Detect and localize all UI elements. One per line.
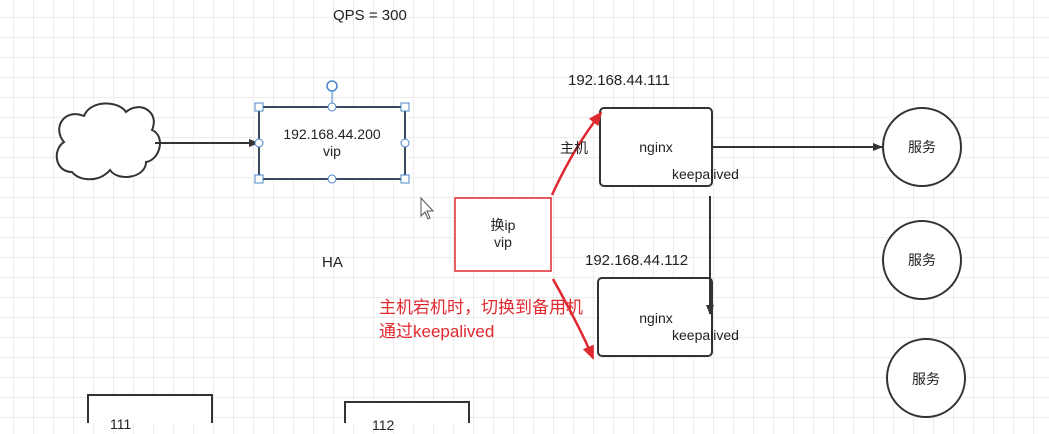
- service-label-2: 服务: [908, 252, 936, 268]
- primary-role-label: 主机: [560, 140, 588, 156]
- service-circle-3[interactable]: [886, 338, 966, 418]
- vip-box-text: vip: [323, 143, 341, 159]
- cursor-icon: [420, 196, 435, 220]
- switch-box-line2: vip: [494, 234, 512, 250]
- diagram-canvas: QPS = 300 192.168.44.200 vip HA 换ip vip …: [55, 7, 966, 433]
- primary-ip: 192.168.44.111: [568, 72, 671, 89]
- backup-keepalived-label: keepalived: [672, 327, 739, 343]
- bottom-box-112[interactable]: [344, 401, 470, 423]
- switch-box-label: 换ip vip: [455, 217, 551, 251]
- service-circle-1[interactable]: [882, 107, 962, 187]
- switch-box[interactable]: [454, 197, 552, 272]
- switch-box-line1: 换ip: [490, 217, 516, 233]
- backup-nginx-box[interactable]: [597, 277, 713, 357]
- qps-title: QPS = 300: [333, 7, 407, 24]
- ha-label: HA: [322, 254, 343, 271]
- backup-ip: 192.168.44.112: [585, 252, 689, 269]
- service-label-1: 服务: [908, 139, 936, 155]
- vip-box-ip: 192.168.44.200: [283, 126, 381, 142]
- bottom-box-111[interactable]: [87, 394, 213, 423]
- bottom-box-111-label: 111: [110, 416, 132, 432]
- failover-note-line2: 通过keepalived: [379, 322, 495, 341]
- bottom-box-112-label: 112: [372, 417, 395, 433]
- vip-box-label: 192.168.44.200 vip: [259, 126, 405, 160]
- rotate-handle[interactable]: [326, 80, 338, 92]
- selection-handles[interactable]: [254, 102, 410, 184]
- service-circle-2[interactable]: [882, 220, 962, 300]
- switch-to-backup-arrow[interactable]: [551, 278, 595, 360]
- primary-nginx-label: nginx: [639, 139, 673, 155]
- primary-keepalived-label: keepalived: [672, 166, 739, 182]
- switch-to-primary-arrow[interactable]: [550, 111, 603, 196]
- diagram-shapes: [55, 80, 966, 423]
- backup-nginx-label: nginx: [639, 310, 673, 326]
- cloud-shape[interactable]: [55, 102, 161, 181]
- failover-note-line1: 主机宕机时，切换到备用机: [379, 298, 583, 317]
- service-label-3: 服务: [912, 371, 940, 387]
